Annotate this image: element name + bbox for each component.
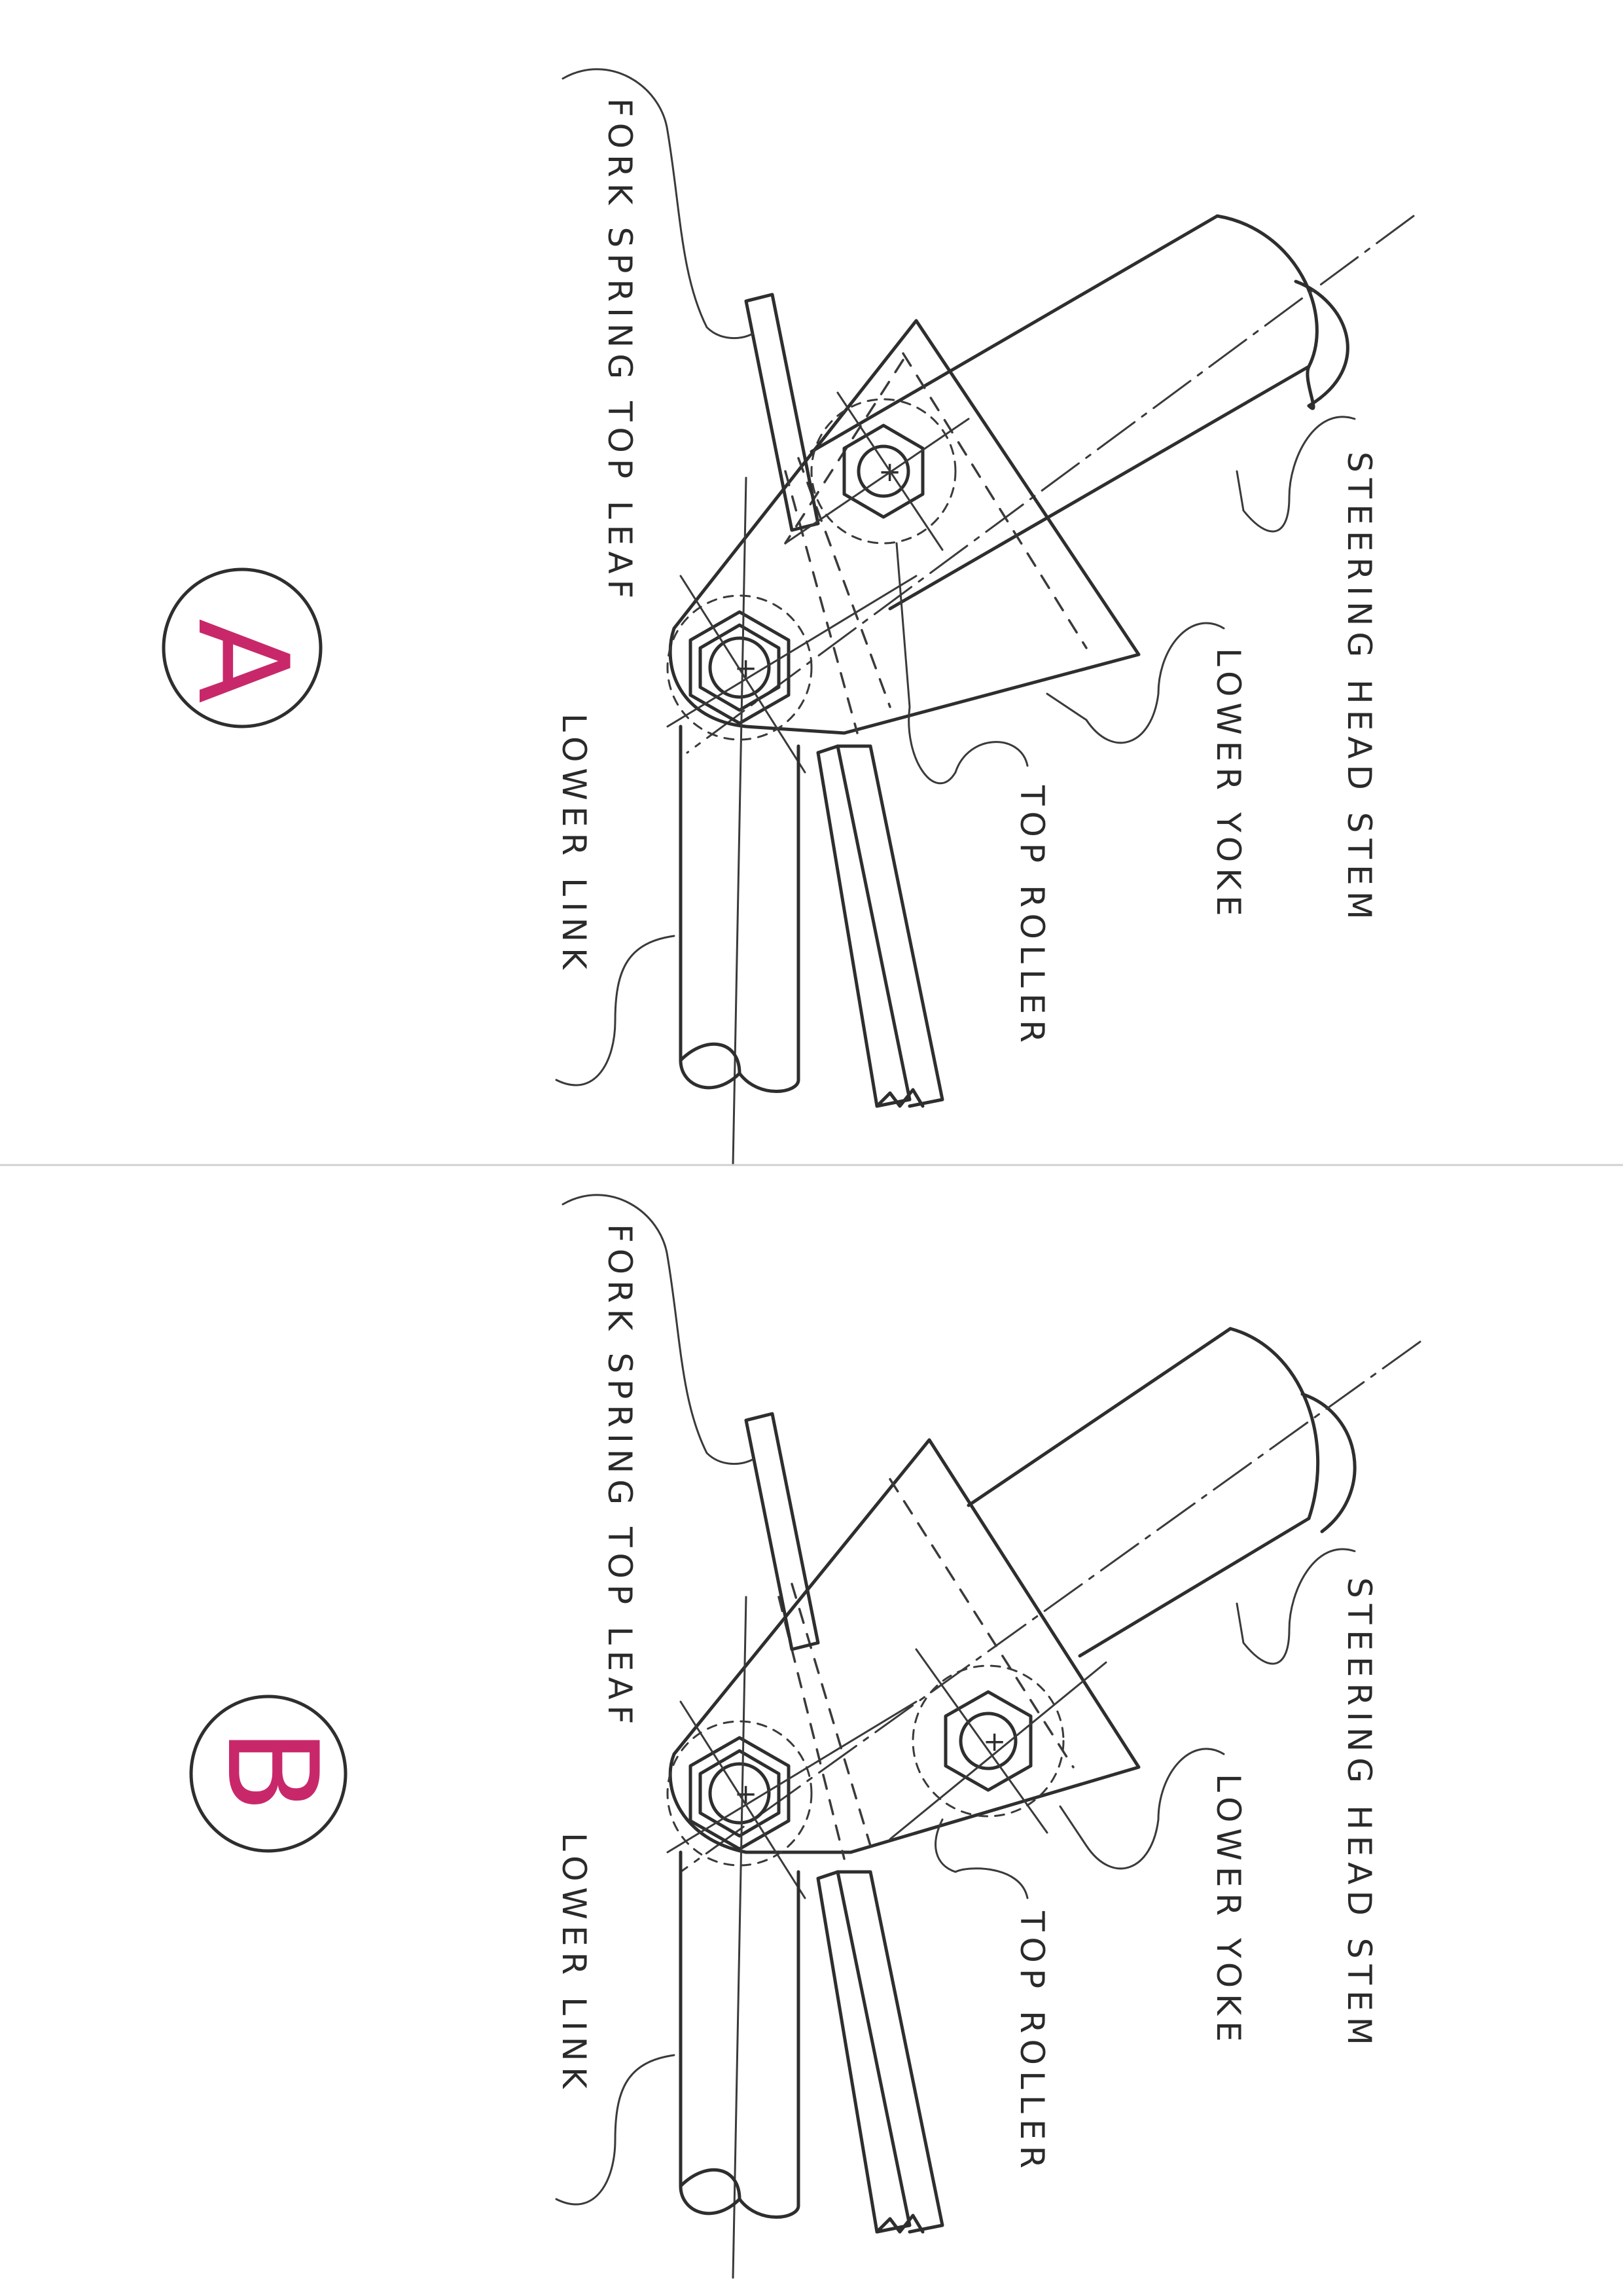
label-lower-link: LOWER LINK xyxy=(555,1833,593,2094)
label-top-roller: TOP ROLLER xyxy=(1013,785,1051,1049)
figure-b: + + B FORK SPRING TOP LEAF LOWER LINK T xyxy=(189,1194,1421,2279)
steering-head-stem-end xyxy=(1215,214,1319,368)
main-pivot-nut xyxy=(688,610,791,725)
lower-link-tube xyxy=(679,725,800,1082)
figure-a: + + A FORK SPRING TOP LEAF LOWER LINK T xyxy=(162,68,1415,1166)
figure-badge-letter: B xyxy=(200,1728,344,1813)
fork-spring-top-leaf-bar xyxy=(744,293,820,532)
figure-badge xyxy=(162,567,323,728)
label-lower-link: LOWER LINK xyxy=(555,713,593,975)
label-lower-yoke: LOWER YOKE xyxy=(1209,648,1247,922)
top-roller-leaf-bar xyxy=(816,744,912,1108)
steering-head-stem-tube xyxy=(967,1327,1311,1658)
label-lower-yoke: LOWER YOKE xyxy=(1209,1774,1247,2048)
figure-badge xyxy=(189,1695,348,1853)
label-steering-head-stem: STEERING HEAD STEM xyxy=(1340,1577,1378,2051)
svg-text:+: + xyxy=(983,1725,1006,1757)
main-pivot-nut xyxy=(688,1736,791,1851)
label-fork-spring-top-leaf: FORK SPRING TOP LEAF xyxy=(601,1224,639,1730)
top-roller-nut xyxy=(944,1690,1033,1792)
lower-yoke xyxy=(668,319,1141,735)
lower-yoke xyxy=(668,1438,1141,1854)
top-roller-leaf-bar xyxy=(816,1870,912,2234)
lower-link-tube xyxy=(679,1850,800,2208)
figure-badge-letter: A xyxy=(170,619,315,704)
label-steering-head-stem: STEERING HEAD STEM xyxy=(1340,452,1378,925)
label-top-roller: TOP ROLLER xyxy=(1013,1910,1051,2174)
fork-spring-top-leaf-bar xyxy=(744,1412,820,1651)
label-fork-spring-top-leaf: FORK SPRING TOP LEAF xyxy=(601,98,639,604)
steering-head-stem-tube xyxy=(810,214,1311,611)
top-roller-nut xyxy=(842,423,925,519)
